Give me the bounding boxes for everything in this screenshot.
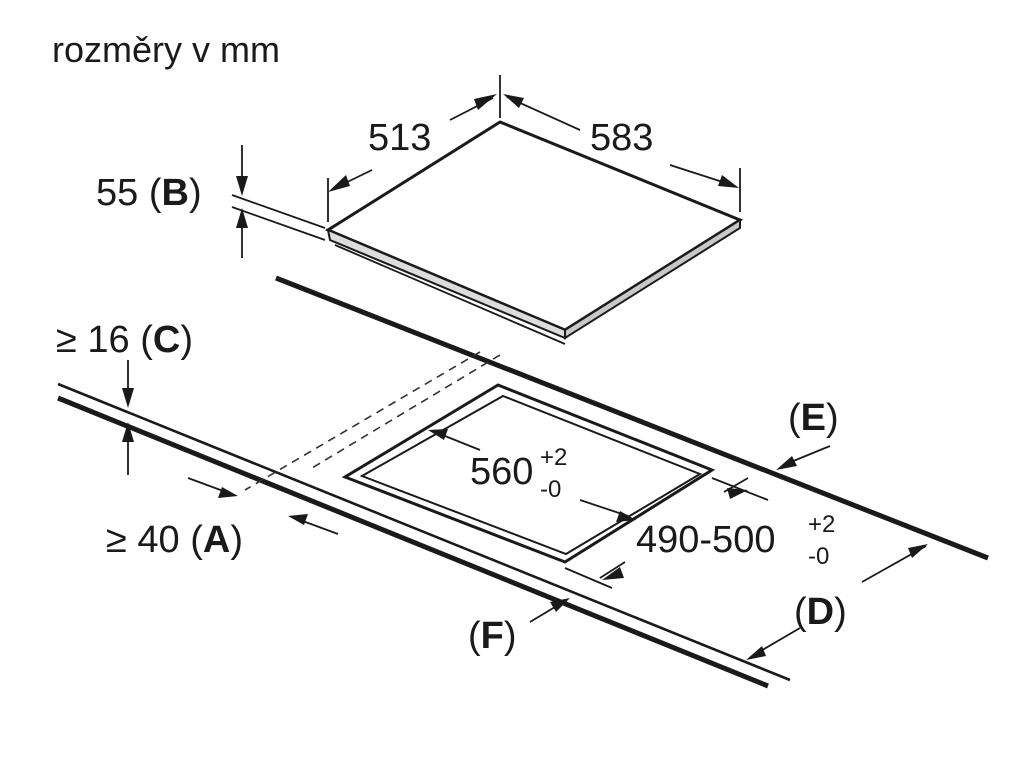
cutout-depth-tol-minus: -0 xyxy=(808,543,829,570)
arrowhead xyxy=(288,514,308,525)
arrowhead xyxy=(122,388,134,408)
dimension-worktop-thickness: ≥ 16 (C) xyxy=(56,319,193,475)
arrowhead xyxy=(474,94,497,110)
dimension-line xyxy=(187,477,227,493)
dimension-hob-height: 55 (B) xyxy=(96,145,326,258)
arrowhead xyxy=(718,175,739,188)
extension-line xyxy=(231,194,326,229)
hob-base-edge xyxy=(334,244,566,345)
cutout-depth-tol-plus: +2 xyxy=(808,511,835,538)
units-title: rozměry v mm xyxy=(52,29,280,70)
cutout-width-tol-minus: -0 xyxy=(540,476,561,503)
arrowhead xyxy=(727,488,748,499)
marker-D: (D) xyxy=(746,544,928,660)
dimension-line xyxy=(299,519,339,535)
dimension-cutout-width: 560 +2 -0 xyxy=(428,429,636,522)
arrowhead xyxy=(236,176,248,196)
arrowhead xyxy=(746,646,766,660)
dimension-hob-width: 583 xyxy=(503,94,741,212)
arrowhead xyxy=(236,208,248,228)
arrowhead xyxy=(776,456,797,470)
marker-B-label: 55 (B) xyxy=(96,172,202,214)
extension-line xyxy=(711,477,769,501)
hob-side-right xyxy=(564,218,741,340)
dimension-front-distance: ≥ 40 (A) xyxy=(106,477,339,561)
cutout-width-label: 560 xyxy=(470,451,533,493)
worktop-front-top-edge xyxy=(57,382,791,682)
extension-line xyxy=(231,206,326,241)
worktop-front-bottom-edge xyxy=(57,395,769,689)
cutout-inner xyxy=(359,394,703,556)
hidden-line xyxy=(244,351,481,491)
dimension-hob-depth: 513 xyxy=(327,75,501,222)
dimension-line xyxy=(439,433,481,451)
marker-E: (E) xyxy=(776,397,839,470)
arrowhead xyxy=(328,175,350,192)
worktop-back-edge xyxy=(275,275,989,561)
extension-line xyxy=(564,567,613,589)
hob xyxy=(324,120,744,345)
hob-depth-label: 513 xyxy=(368,117,431,159)
arrowhead xyxy=(908,544,928,558)
arrowhead xyxy=(503,94,524,108)
arrowhead xyxy=(218,487,238,498)
dimension-line xyxy=(599,561,626,579)
marker-F: (F) xyxy=(468,598,570,657)
worktop xyxy=(57,275,989,689)
arrowhead xyxy=(602,567,624,580)
arrowhead xyxy=(616,511,636,522)
hidden-line xyxy=(311,354,501,469)
arrowhead xyxy=(122,422,134,442)
cutout-width-tol-plus: +2 xyxy=(540,444,567,471)
marker-C-label: ≥ 16 (C) xyxy=(56,319,193,361)
cutout-depth-label: 490-500 xyxy=(636,519,775,561)
marker-D-label: (D) xyxy=(794,591,847,633)
marker-F-label: (F) xyxy=(468,615,517,657)
marker-E-label: (E) xyxy=(788,397,839,439)
hob-width-label: 583 xyxy=(590,117,653,159)
arrowhead xyxy=(550,598,570,612)
dimension-cutout-depth: 490-500 +2 -0 xyxy=(564,477,835,589)
arrowhead xyxy=(428,429,448,440)
marker-A-label: ≥ 40 (A) xyxy=(106,519,243,561)
